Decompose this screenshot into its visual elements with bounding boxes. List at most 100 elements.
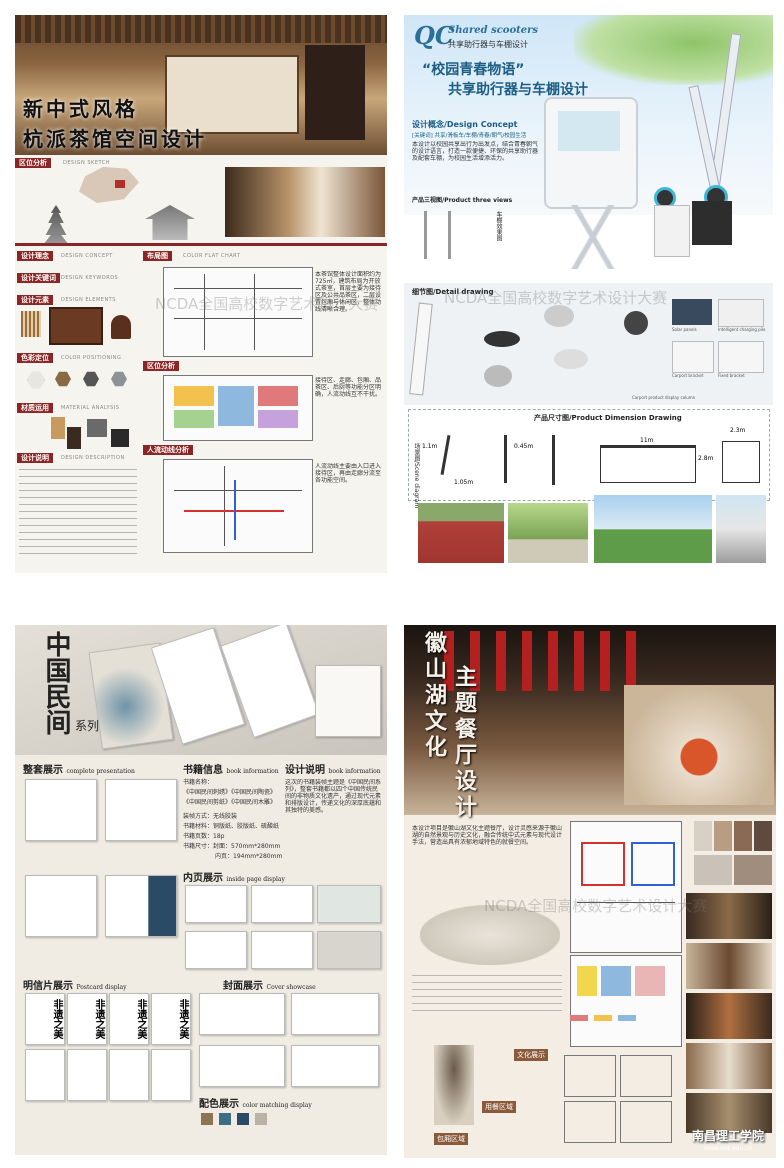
- poster-restaurant[interactable]: 徽山湖文化 主题餐厅设计 本设计项目是徽山湖文化主题餐厅，设计灵感来源于徽山湖的…: [404, 625, 776, 1158]
- interior-3: [686, 993, 772, 1039]
- folk-color-1: [201, 1113, 213, 1125]
- label-dining: 用餐区域: [482, 1101, 516, 1113]
- zoning-drawing: [163, 375, 313, 441]
- color-swatch-1: [27, 371, 45, 389]
- colors-title: 配色展示 color matching display: [199, 1099, 312, 1110]
- three-views-title: 产品三视图/Product three views: [412, 197, 513, 204]
- detail-title: 细节图/Detail drawing: [412, 288, 494, 296]
- dim-6: 2.8m: [698, 455, 714, 462]
- temple-sketch: [145, 205, 195, 240]
- inner-page-1: [185, 885, 247, 923]
- floor-plan-header: 布局图: [143, 251, 172, 261]
- dim-1: 1.1m: [422, 443, 438, 450]
- zoning-header: 区位分析: [143, 361, 179, 371]
- footer-school: 南昌理工学院: [692, 1129, 765, 1143]
- scene-label: 场景图/Scene diagram: [413, 443, 420, 509]
- design-note-title: 设计说明 book information: [285, 765, 381, 776]
- scooter-title-1: “校园青春物语”: [422, 62, 525, 78]
- dim-scooter-front: [504, 435, 507, 483]
- material-en: MATERIAL ANALYSIS: [61, 405, 120, 411]
- circulation-text: 人流动线主要由入口进入接待区，再由走廊分流至各功能空间。: [315, 463, 382, 484]
- description-text: [19, 469, 137, 559]
- color-swatch-3: [83, 371, 99, 387]
- brand-name: Shared scooters: [448, 25, 539, 36]
- poster-tea-house[interactable]: 新中式风格 杭派茶馆空间设计 区位分析 DESIGN SKETCH 设计理念 D…: [15, 15, 387, 573]
- palette-6: [734, 855, 772, 885]
- element-chair: [111, 315, 131, 339]
- postcard-back-3: [109, 1049, 149, 1101]
- pagoda-sketch: [43, 205, 69, 245]
- lanterns: [444, 631, 644, 691]
- dining-area: [624, 685, 774, 805]
- concept-title: 设计概念/Design Concept: [412, 120, 518, 129]
- detail-circle-2: [544, 305, 574, 327]
- plan-detail-2: [620, 1055, 672, 1097]
- detail-circle-4: [624, 311, 648, 335]
- detail-label-3: Carport bracket: [672, 373, 704, 378]
- watermark: NCDA全国高校数字艺术设计大赛: [155, 295, 379, 313]
- kiosk-screen: [558, 111, 620, 151]
- restaurant-zones: [570, 955, 682, 1047]
- color-en: COLOR POSITIONING: [61, 355, 122, 361]
- detail-label-1: Solar panels: [672, 327, 697, 332]
- book-info-line-7: 书籍尺寸：封面：570mm*280mm: [183, 843, 281, 850]
- legend-3: [618, 1015, 636, 1021]
- elements-header: 设计元素: [17, 295, 53, 305]
- postcard-back-4: [151, 1049, 191, 1101]
- inner-page-4: [185, 931, 247, 969]
- interior-4: [686, 1043, 772, 1089]
- keywords-en: DESIGN KEYWORDS: [61, 275, 119, 281]
- set-1: [25, 779, 97, 841]
- divider: [15, 243, 387, 246]
- folk-series: 系列: [75, 719, 100, 733]
- set-2: [105, 779, 177, 841]
- book-spread: [315, 665, 381, 737]
- poster-scooters[interactable]: QC Shared scooters 共享助行器与车棚设计 “校园青春物语” 共…: [404, 15, 773, 573]
- palette-1: [694, 821, 712, 851]
- postcards-title: 明信片展示 Postcard display: [23, 981, 127, 992]
- cover-1: [199, 993, 285, 1035]
- circulation-header: 人流动线分析: [143, 445, 193, 455]
- plan-detail-3: [564, 1101, 616, 1143]
- design-concept-header: 设计理念: [17, 251, 53, 261]
- book-info-line-5: 书籍材料：铜版纸、胶版纸、硫酸纸: [183, 823, 280, 830]
- postcard-back-2: [67, 1049, 107, 1101]
- hero-door: [305, 45, 365, 140]
- palette-2: [714, 821, 732, 851]
- book-info-line-6: 书籍页数：18p: [183, 833, 225, 840]
- restaurant-title-sub: 主题餐厅设计: [451, 665, 477, 821]
- interior-2: [686, 943, 772, 989]
- footer-url: www.nut.edu.cn: [704, 1145, 753, 1152]
- detail-circle-5: [484, 365, 512, 387]
- book-info-line-1: 书籍名称：: [183, 779, 214, 786]
- bracket-1: [672, 341, 714, 373]
- interior-photo: [225, 167, 385, 237]
- keywords-header: 设计关键词: [17, 273, 60, 283]
- postcard-1: 非遗之美: [25, 993, 65, 1045]
- color-swatch-2: [55, 371, 71, 387]
- design-note-text: 这次的书籍装帧主题是《中国民间系列》，整套书籍都以四个中国传统民间的非物质文化遗…: [285, 779, 381, 814]
- detail-label-5: Carport product display column: [632, 395, 696, 400]
- plan-detail-4: [620, 1101, 672, 1143]
- design-concept-en: DESIGN CONCEPT: [61, 253, 113, 259]
- palette-4: [754, 821, 772, 851]
- label-culture: 文化展示: [514, 1049, 548, 1061]
- dim-carport: [600, 445, 696, 483]
- folk-title: 中国民间: [41, 631, 71, 735]
- scene-path: [508, 503, 588, 563]
- inner-pages-title: 内页展示 inside page display: [183, 873, 285, 884]
- figure-painting: [434, 1045, 474, 1125]
- concept-keywords: [关键词] 共享/滑板车/车棚/青春/朝气/校园生活: [412, 133, 527, 139]
- postcard-back-1: [25, 1049, 65, 1101]
- inner-page-6: [317, 931, 381, 969]
- poster-folk-books[interactable]: 中国民间 系列 整套展示 complete presentation 书籍信息 …: [15, 625, 387, 1155]
- brand-sub: 共享助行器与车棚设计: [448, 40, 528, 49]
- restaurant-title-main: 徽山湖文化: [421, 631, 447, 761]
- cover-3: [199, 1045, 285, 1087]
- charging-pile: [718, 299, 764, 327]
- legend-1: [570, 1015, 588, 1021]
- book-info-line-3: 《中国民间剪纸》《中国民间木雕》: [183, 799, 277, 806]
- plan-detail-1: [564, 1055, 616, 1097]
- element-screen: [49, 307, 103, 345]
- color-header: 色彩定位: [17, 353, 53, 363]
